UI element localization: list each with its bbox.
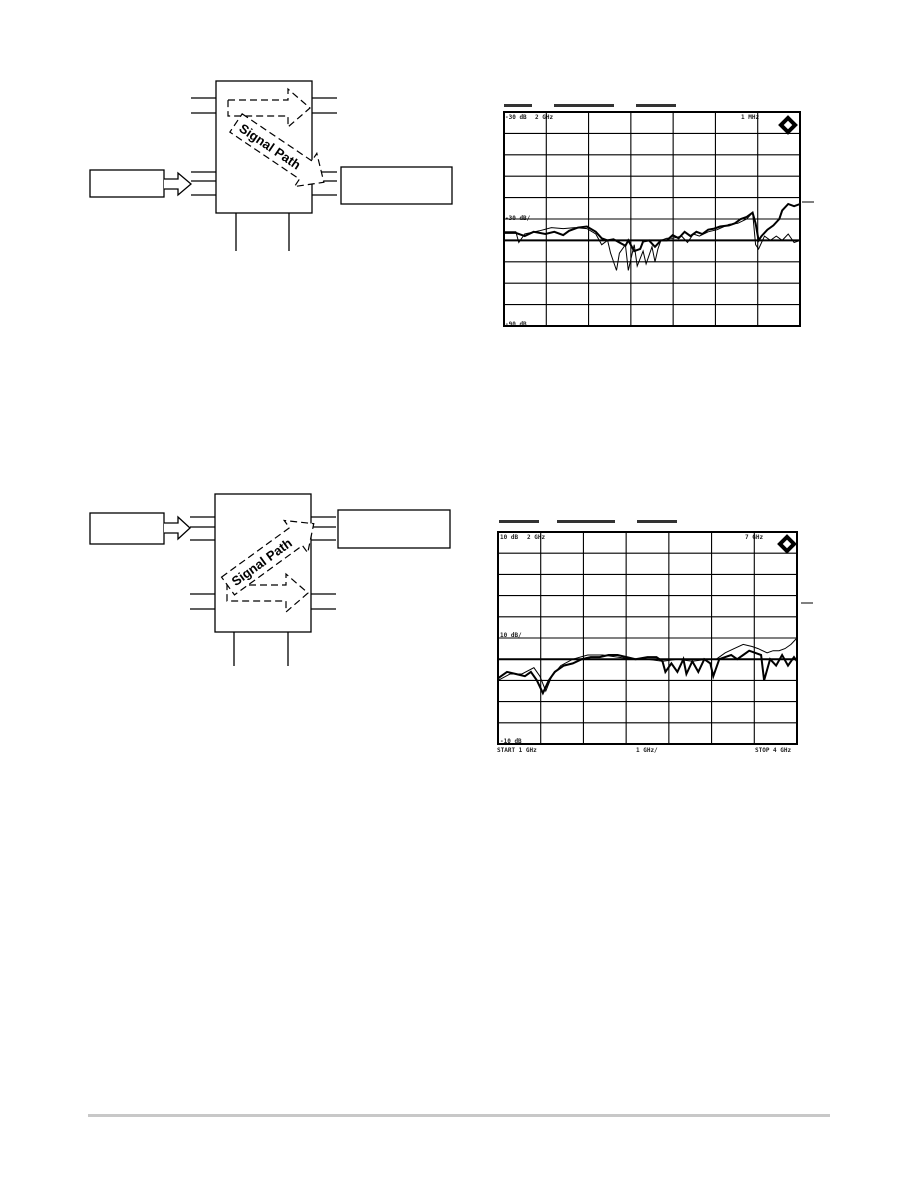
svg-text:-30 dB: -30 dB bbox=[505, 114, 527, 121]
svg-text:1 MHz: 1 MHz bbox=[741, 114, 759, 121]
through-arrow-icon bbox=[227, 87, 311, 129]
trace-thin bbox=[497, 637, 798, 693]
grid bbox=[497, 531, 798, 745]
svg-text:-10 dB: -10 dB bbox=[500, 738, 522, 745]
traces bbox=[497, 637, 798, 696]
svg-text:2 GHz: 2 GHz bbox=[535, 114, 553, 121]
svg-text:-90 dB: -90 dB bbox=[505, 321, 527, 328]
output-load-box bbox=[337, 509, 451, 549]
block-diagram-2: Signal Path bbox=[89, 493, 451, 666]
through-arrow-icon bbox=[226, 572, 309, 614]
block-diagram-1: Signal Path bbox=[89, 80, 453, 251]
svg-text:STOP 4 GHz: STOP 4 GHz bbox=[755, 747, 792, 754]
input-source-box bbox=[89, 169, 165, 198]
device-body bbox=[214, 493, 312, 633]
footer-rule bbox=[88, 1114, 830, 1117]
input-arrow-icon bbox=[164, 171, 193, 197]
svg-text:1 GHz/: 1 GHz/ bbox=[636, 747, 658, 754]
trace-thick bbox=[497, 649, 798, 696]
signal-path-label: Signal Path bbox=[237, 121, 304, 173]
output-load-box bbox=[340, 166, 453, 205]
svg-text:2 GHz: 2 GHz bbox=[527, 534, 545, 541]
input-arrow-icon bbox=[164, 515, 191, 541]
grid bbox=[503, 111, 801, 327]
signal-path-arrow-icon bbox=[229, 113, 325, 188]
signal-path-arrow-icon bbox=[220, 519, 315, 596]
signal-path-label: Signal Path bbox=[229, 535, 295, 589]
svg-text:START 1 GHz: START 1 GHz bbox=[497, 747, 537, 754]
svg-text:10 dB: 10 dB bbox=[500, 534, 518, 541]
scope-plot-2: 10 dB 2 GHz 7 GHz 10 dB/ -10 dB START 1 … bbox=[497, 520, 813, 754]
instrument-logo-icon bbox=[777, 534, 797, 554]
traces bbox=[504, 202, 801, 271]
device-body bbox=[215, 80, 313, 214]
scope-plot-1: -30 dB 2 GHz 1 MHz -30 dB/ -90 dB bbox=[503, 104, 814, 328]
instrument-logo-icon bbox=[778, 115, 798, 135]
svg-text:10 dB/: 10 dB/ bbox=[500, 632, 522, 639]
trace-thick bbox=[504, 202, 801, 253]
input-source-box bbox=[89, 512, 165, 545]
